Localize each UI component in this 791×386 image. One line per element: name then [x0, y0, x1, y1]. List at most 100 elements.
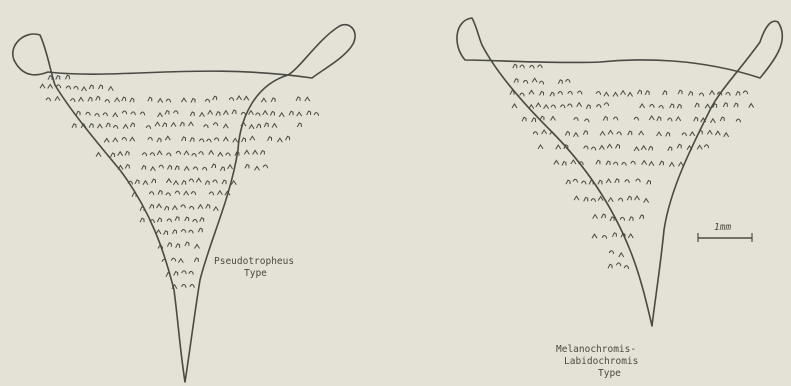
- tooth-mark: [584, 197, 588, 201]
- tooth-mark: [72, 124, 76, 128]
- tooth-mark: [194, 244, 199, 248]
- tooth-mark: [544, 105, 549, 109]
- tooth-mark: [634, 147, 639, 151]
- tooth-mark: [736, 92, 740, 96]
- tooth-mark: [743, 91, 748, 94]
- tooth-mark: [185, 242, 189, 246]
- tooth-mark: [165, 111, 169, 115]
- tooth-mark: [78, 97, 83, 101]
- tooth-mark: [242, 138, 246, 142]
- tooth-mark: [663, 91, 667, 95]
- tooth-mark: [122, 111, 127, 114]
- tooth-mark: [550, 132, 555, 135]
- tooth-mark: [520, 65, 525, 68]
- tooth-mark: [571, 160, 576, 164]
- tooth-mark: [715, 131, 720, 135]
- tooth-mark: [690, 132, 695, 136]
- tooth-mark: [640, 104, 645, 108]
- tooth-mark: [666, 132, 670, 136]
- tooth-mark: [650, 104, 655, 107]
- tooth-mark: [249, 125, 254, 129]
- tooth-mark: [631, 161, 636, 164]
- tooth-mark: [610, 217, 614, 221]
- tooth-mark: [629, 217, 633, 221]
- tooth-mark: [616, 263, 621, 266]
- tooth-mark: [305, 97, 310, 101]
- tooth-mark: [659, 161, 663, 165]
- tooth-mark: [603, 117, 607, 121]
- tooth-mark: [180, 122, 184, 126]
- tooth-mark: [167, 219, 172, 222]
- tooth-mark: [649, 116, 654, 120]
- tooth-mark: [164, 231, 168, 235]
- tooth-mark: [176, 244, 180, 248]
- tooth-mark: [644, 199, 649, 203]
- tooth-mark: [140, 207, 144, 211]
- tooth-mark: [237, 96, 242, 100]
- tooth-mark: [523, 80, 528, 83]
- tooth-mark: [256, 113, 261, 116]
- tooth-mark: [648, 146, 652, 150]
- tooth-mark: [584, 146, 589, 149]
- tooth-mark: [250, 136, 255, 140]
- tooth-mark: [264, 123, 268, 127]
- tooth-mark: [132, 193, 136, 197]
- tooth-mark: [639, 215, 643, 219]
- tooth-mark: [65, 75, 69, 79]
- tooth-mark: [723, 103, 727, 107]
- tooth-mark: [574, 118, 579, 121]
- tooth-mark: [591, 199, 596, 202]
- tooth-mark: [256, 124, 260, 128]
- tooth-mark: [621, 91, 626, 95]
- tooth-mark: [233, 138, 238, 142]
- tooth-mark: [173, 181, 178, 185]
- tooth-mark: [182, 181, 186, 185]
- tooth-mark: [48, 76, 52, 80]
- tooth-mark: [185, 217, 189, 221]
- tooth-mark: [222, 180, 226, 184]
- tooth-mark: [612, 233, 616, 237]
- tooth-mark: [97, 124, 102, 128]
- tooth-mark: [157, 204, 162, 208]
- tooth-mark: [613, 92, 618, 96]
- tooth-mark: [550, 92, 554, 96]
- tooth-mark: [149, 205, 153, 209]
- tooth-mark: [113, 113, 118, 117]
- tooth-mark: [533, 132, 538, 135]
- tooth-mark: [146, 126, 151, 129]
- tooth-mark: [532, 78, 537, 82]
- tooth-mark: [89, 85, 93, 89]
- tooth-mark: [566, 180, 570, 184]
- tooth-mark: [150, 167, 155, 171]
- tooth-mark: [592, 234, 597, 238]
- tooth-mark: [297, 123, 301, 127]
- tooth-mark: [111, 153, 115, 157]
- tooth-mark: [182, 271, 187, 274]
- tooth-mark: [182, 137, 186, 141]
- tooth-mark: [699, 93, 704, 96]
- tooth-mark: [122, 137, 127, 140]
- tooth-mark: [166, 99, 171, 102]
- tooth-mark: [174, 111, 179, 114]
- tooth-mark: [140, 112, 145, 115]
- tooth-mark: [566, 79, 571, 82]
- tooth-mark: [261, 98, 266, 102]
- tooth-mark: [244, 96, 249, 100]
- tooth-mark: [176, 151, 181, 154]
- melanochromis-bone-outline: [457, 18, 782, 326]
- tooth-mark: [296, 97, 300, 101]
- tooth-mark: [307, 111, 311, 115]
- tooth-mark: [619, 253, 624, 257]
- tooth-mark: [223, 111, 228, 115]
- tooth-mark: [74, 86, 79, 89]
- tooth-mark: [704, 145, 709, 148]
- tooth-mark: [677, 144, 681, 148]
- tooth-mark: [199, 152, 204, 155]
- tooth-mark: [270, 111, 274, 115]
- tooth-mark: [540, 91, 544, 95]
- tooth-mark: [245, 164, 249, 168]
- tooth-mark: [96, 153, 101, 157]
- tooth-mark: [254, 166, 259, 170]
- tooth-mark: [620, 217, 625, 220]
